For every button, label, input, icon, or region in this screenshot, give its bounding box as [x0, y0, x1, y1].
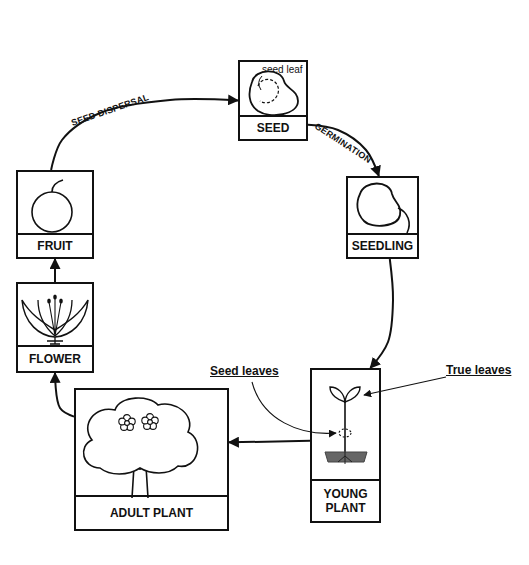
stamens	[49, 298, 61, 336]
cycle-arrow	[308, 125, 379, 176]
seed-leaf-outline	[258, 79, 278, 102]
part-label: seed leaf	[262, 64, 303, 75]
cycle-arrow	[370, 259, 393, 368]
leader-arrow	[364, 377, 446, 395]
true-leaf	[345, 387, 360, 402]
true-leaf	[330, 387, 345, 402]
roots	[338, 452, 352, 464]
flower-petal	[38, 300, 72, 336]
tree-trunk	[132, 458, 148, 498]
process-label: SEED DISPERSAL	[70, 92, 150, 128]
stage-name: FLOWER	[18, 345, 92, 371]
flower-base	[47, 337, 63, 344]
flower-petal	[22, 300, 88, 337]
tree-flower	[142, 414, 158, 430]
stage-box: seed leafSEED	[238, 60, 308, 141]
stage-name: FRUIT	[18, 233, 92, 257]
anther	[47, 298, 51, 303]
process-label: GERMINATION	[313, 121, 373, 165]
anther	[53, 294, 57, 299]
cycle-arrow	[229, 441, 310, 442]
stage-box: FLOWER	[16, 282, 94, 373]
callout-label: True leaves	[446, 363, 511, 377]
stage-box: ADULT PLANT	[74, 388, 229, 531]
seedling-root	[398, 208, 409, 233]
stage-name: SEED	[240, 115, 306, 139]
leader-line	[259, 76, 262, 90]
fruit-drawing	[32, 192, 72, 232]
stage-box: FRUIT	[16, 170, 94, 259]
leader-arrow	[252, 382, 336, 433]
stage-name: YOUNG PLANT	[312, 479, 379, 521]
stage-name: SEEDLING	[348, 233, 417, 257]
seed-leaves-mark	[339, 429, 351, 437]
tree-canopy	[84, 398, 198, 474]
stage-name: ADULT PLANT	[76, 495, 227, 529]
cycle-arrow	[55, 373, 74, 417]
anther	[59, 298, 63, 303]
cycle-arrow	[54, 259, 56, 282]
seedling-drawing	[357, 184, 400, 226]
plant-stem	[344, 402, 346, 452]
callout-label: Seed leaves	[210, 364, 279, 378]
tree-flower	[119, 415, 135, 431]
stage-box: YOUNG PLANT	[310, 368, 381, 523]
cycle-arrow	[51, 99, 238, 170]
fruit-stem	[52, 180, 63, 192]
stage-box: SEEDLING	[346, 176, 419, 259]
soil	[325, 452, 367, 462]
seed-drawing	[250, 71, 298, 115]
